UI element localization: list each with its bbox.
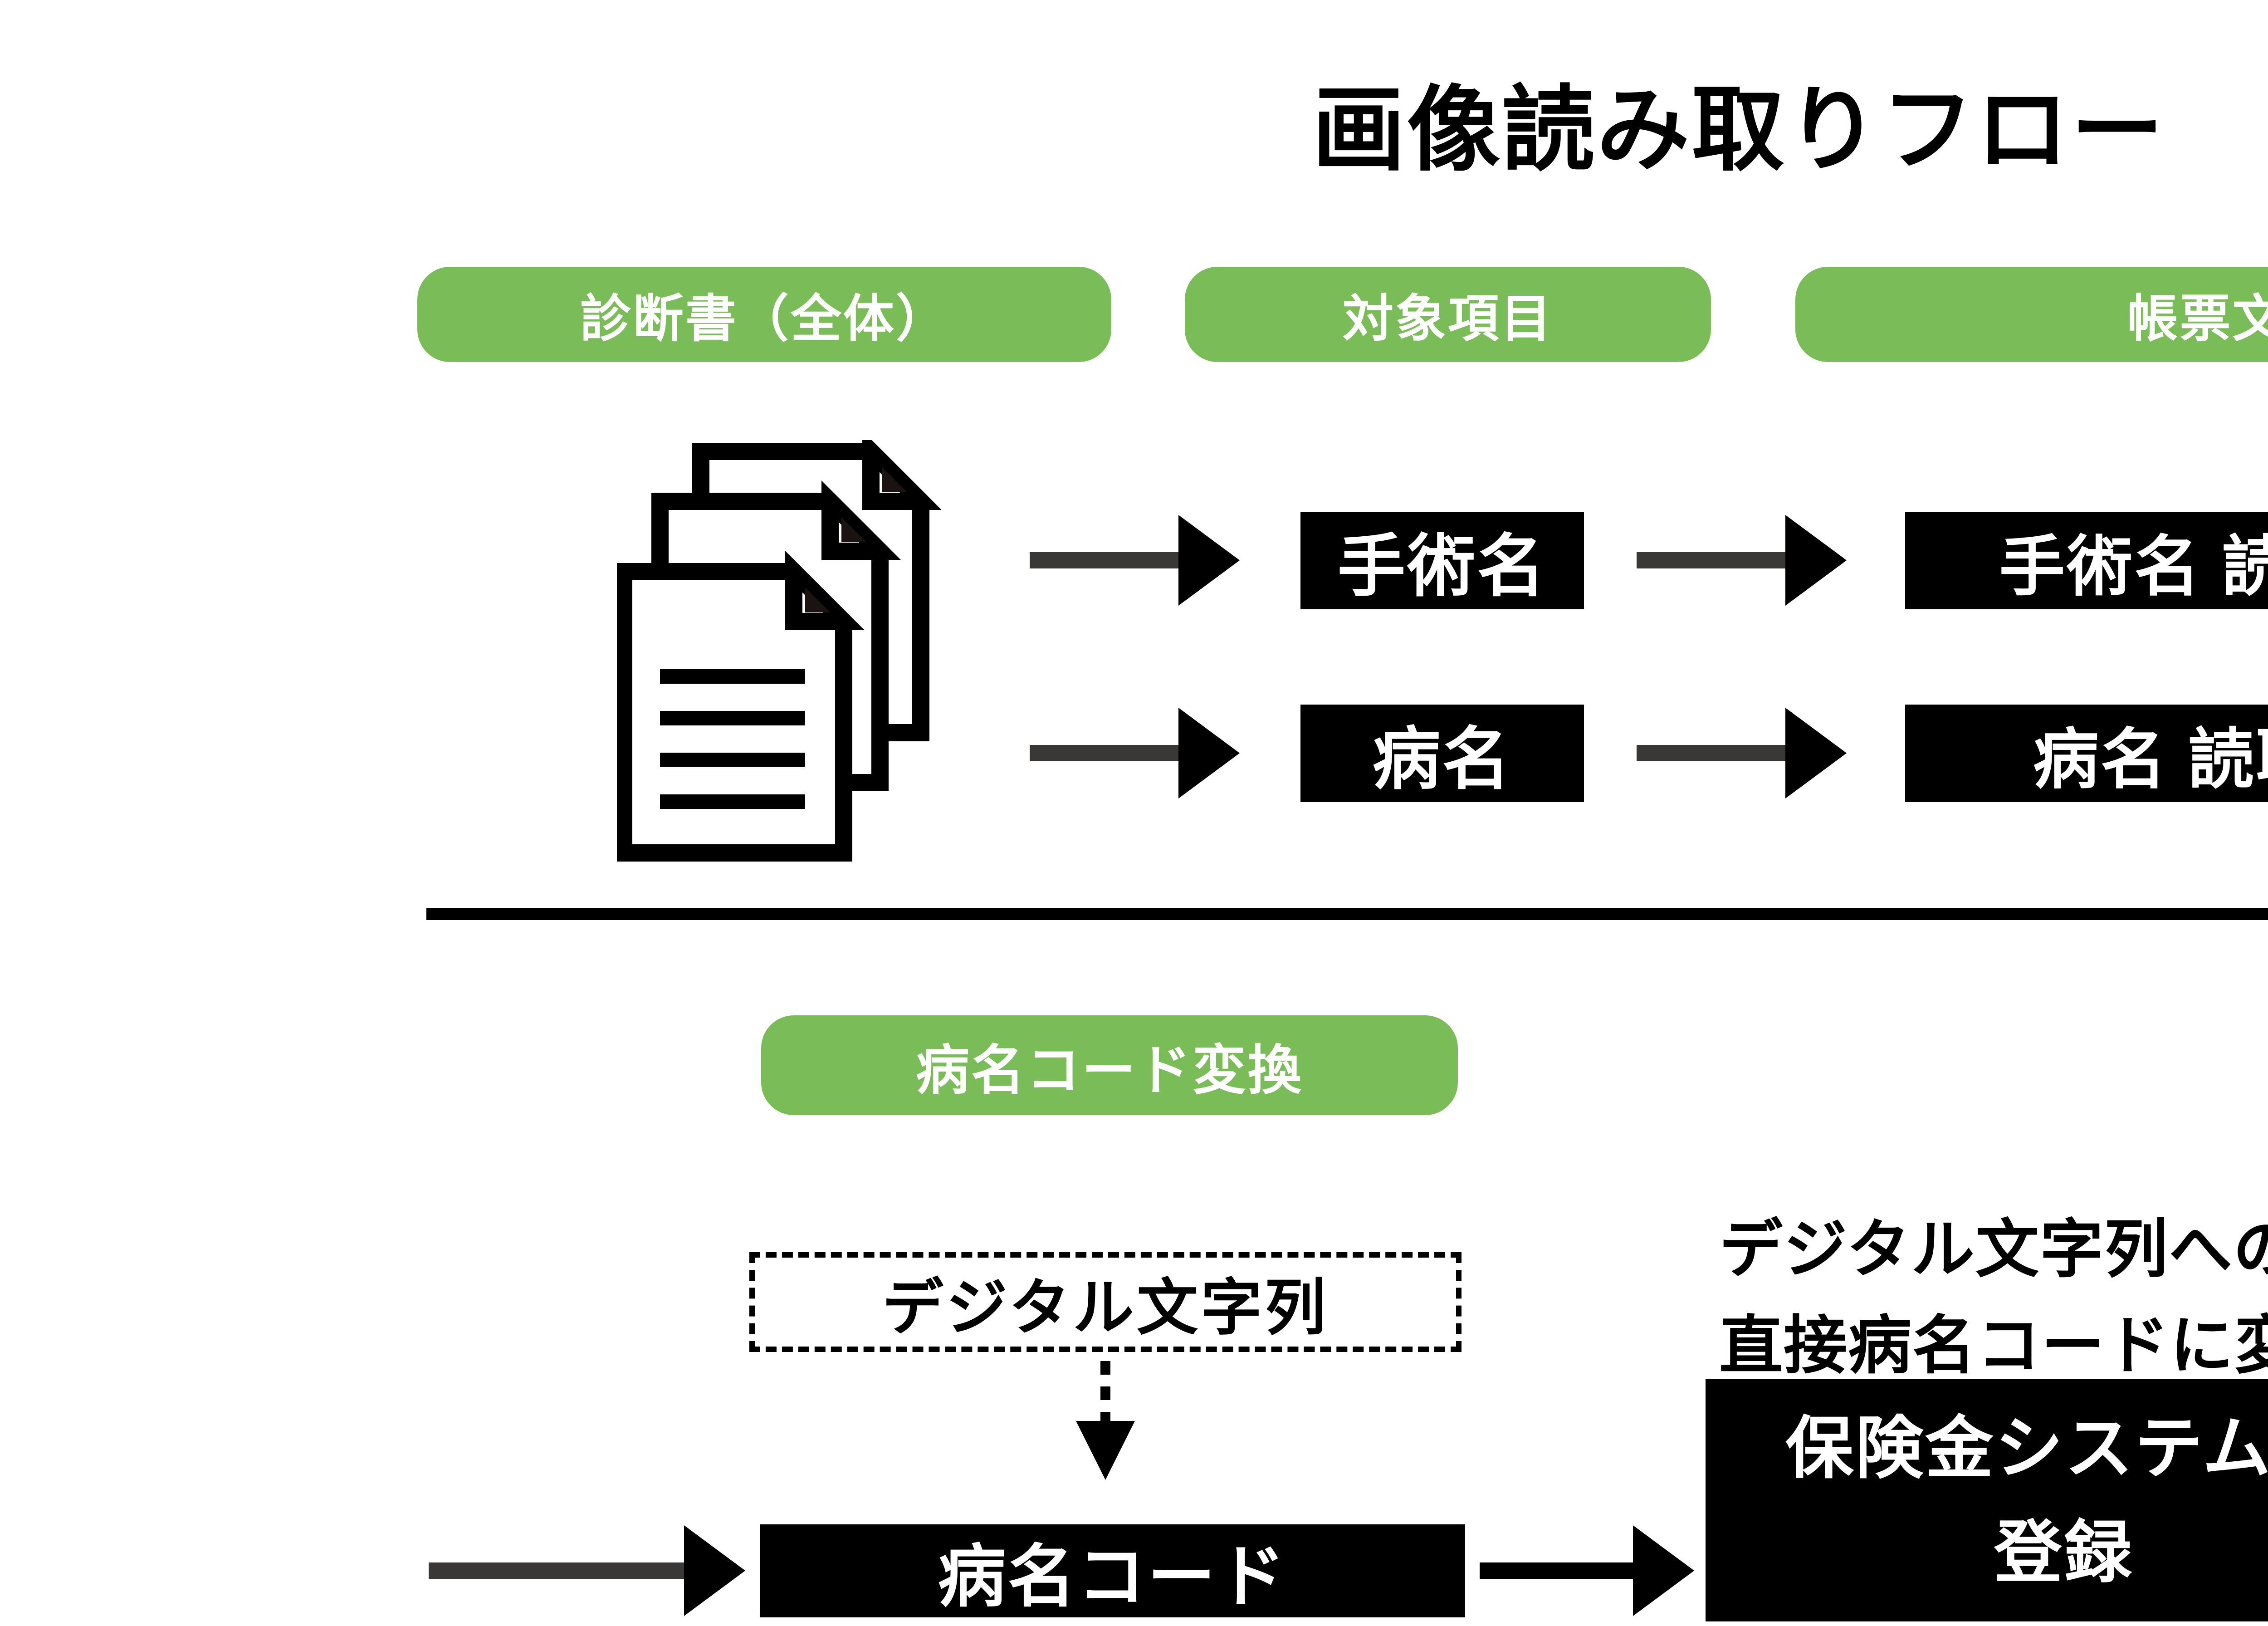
arrow-head <box>1178 708 1240 798</box>
register-box-line-1: 保険金システムへ <box>1785 1410 2268 1486</box>
arrow-head <box>1633 1525 1694 1616</box>
engine-box-disease-text: 病名 読取エンジン <box>2033 722 2268 796</box>
note-text: デジタル文字列への変換を行わず、 直接病名コードに変換 <box>1719 1201 2268 1394</box>
arrow-head <box>1785 515 1847 606</box>
arrow-shaft <box>1637 745 1786 761</box>
stage-label-target-items: 対象項目 <box>1185 267 1711 362</box>
item-box-surgery-name-text: 手術名 <box>1337 528 1547 604</box>
item-box-disease-name-text: 病名 <box>1372 721 1512 797</box>
item-box-disease-name: 病名 <box>1300 705 1584 802</box>
arrow-shaft <box>1637 552 1786 568</box>
stage-label-document: 診断書（全体） <box>417 267 1111 362</box>
page-title: 画像読み取りフロー <box>1312 78 2165 182</box>
code-box: 病名コード <box>760 1524 1465 1617</box>
dashed-arrow-shaft <box>1100 1361 1110 1425</box>
arrow-shaft <box>1480 1562 1634 1579</box>
section-divider <box>426 908 2268 920</box>
item-box-surgery-name: 手術名 <box>1300 512 1584 609</box>
stage-label-document-text: 診断書（全体） <box>580 290 948 347</box>
register-box-line-2: 登録 <box>1994 1514 2134 1591</box>
document-stack-icon <box>617 440 941 862</box>
digital-string-box-text: デジタル文字列 <box>882 1273 1329 1342</box>
stage-label-code-conversion: 病名コード変換 <box>761 1015 1458 1115</box>
dashed-arrow-head <box>1076 1421 1135 1480</box>
note-line-2: 直接病名コードに変換 <box>1719 1310 2268 1381</box>
digital-string-box: デジタル文字列 <box>749 1252 1461 1352</box>
register-box: 保険金システムへ 登録 <box>1706 1379 2268 1621</box>
stage-label-code-conversion-text: 病名コード変換 <box>915 1040 1303 1101</box>
stage-label-form-ocr-text: 帳票文字の読取 <box>2127 290 2268 347</box>
arrow-head <box>684 1525 745 1616</box>
arrow-shaft <box>1030 552 1179 568</box>
arrow-shaft <box>429 1562 685 1579</box>
engine-box-surgery: 手術名 読取エンジン <box>1905 512 2268 609</box>
arrow-shaft <box>1030 745 1179 761</box>
stage-label-target-items-text: 対象項目 <box>1343 290 1553 347</box>
engine-box-surgery-text: 手術名 読取エンジン <box>1999 529 2268 603</box>
engine-box-disease: 病名 読取エンジン <box>1905 705 2268 802</box>
arrow-head <box>1178 515 1240 606</box>
document-text-lines <box>660 669 805 809</box>
note-line-1: デジタル文字列への変換を行わず、 <box>1719 1214 2268 1285</box>
arrow-head <box>1785 708 1847 798</box>
stage-label-form-ocr: 帳票文字の読取 <box>1795 267 2268 362</box>
code-box-text: 病名コード <box>938 1538 1287 1615</box>
